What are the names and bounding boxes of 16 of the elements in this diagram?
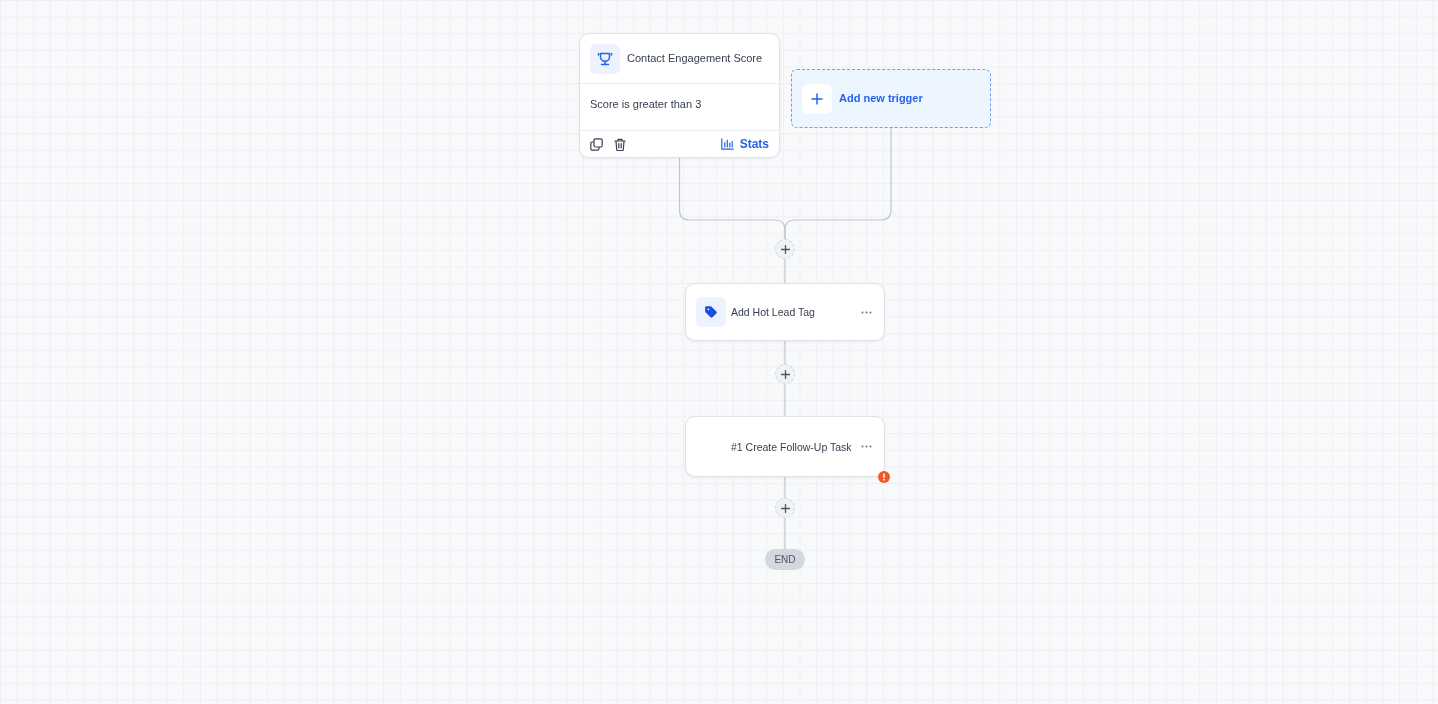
add-trigger-panel	[791, 69, 991, 128]
condition-text: Score is greater than 3	[590, 98, 702, 110]
trigger-title: Contact Engagement Score	[627, 51, 763, 67]
connector-line	[784, 383, 786, 417]
action-card	[685, 283, 885, 341]
action-title: #1 Create Follow-Up Task	[731, 439, 852, 454]
trigger-card	[579, 33, 780, 158]
action-title: Add Hot Lead Tag	[731, 305, 815, 319]
add-trigger-link: Add new trigger	[839, 91, 923, 107]
end-terminal: END	[765, 549, 805, 570]
connector-line	[784, 340, 786, 365]
connector-line	[784, 476, 786, 499]
connector-line	[784, 517, 786, 550]
connector-line	[784, 258, 786, 284]
connector-line	[784, 127, 892, 240]
stats-button: Stats	[720, 138, 769, 150]
